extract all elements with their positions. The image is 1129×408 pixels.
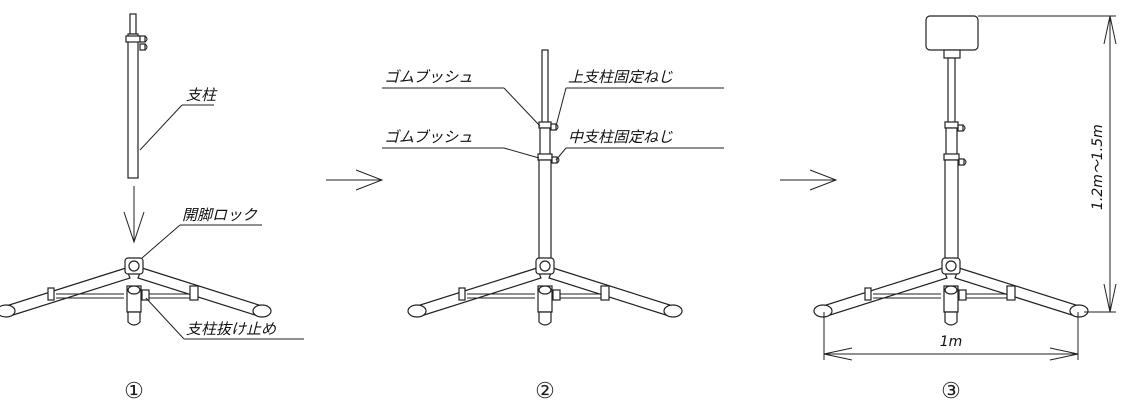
middle-collar — [943, 153, 960, 161]
tripod-base — [0, 257, 272, 326]
step-number-2: ② — [535, 379, 555, 404]
top-pole — [947, 57, 956, 127]
pole-segment — [129, 13, 137, 35]
upper-collar — [538, 121, 552, 129]
step-3-group: 1.2m～1.5m 1m ③ — [813, 15, 1117, 404]
step-number-3: ③ — [941, 379, 961, 404]
thumb-screw-icon — [139, 43, 148, 51]
step-2-group: ゴムブッシュ ゴムブッシュ 上支柱固定ねじ 中支柱固定ねじ ② — [382, 49, 724, 404]
label-pole: 支柱 — [186, 86, 218, 104]
middle-screw-icon — [958, 158, 967, 166]
pole-collar — [125, 35, 141, 43]
tripod-base — [813, 257, 1089, 326]
upper-screw-icon — [550, 123, 559, 131]
middle-collar — [537, 153, 553, 161]
top-pole — [541, 49, 549, 127]
thumb-screw-icon — [139, 35, 148, 43]
right-arrow-icon — [326, 169, 384, 191]
upper-screw-icon — [957, 124, 966, 132]
label-upper-screw: 上支柱固定ねじ — [568, 68, 673, 86]
tripod-base — [407, 257, 683, 326]
lower-pole — [538, 159, 552, 265]
label-pole-stopper: 支柱抜け止め — [186, 320, 277, 338]
label-leg-lock: 開脚ロック — [182, 206, 258, 224]
label-rubber-bushing-upper: ゴムブッシュ — [384, 68, 473, 86]
label-rubber-bushing-middle: ゴムブッシュ — [384, 128, 473, 146]
box-mount — [943, 49, 961, 59]
mounted-box — [925, 15, 979, 51]
step-1-group: 支柱 開脚ロック 支柱抜け止め ① — [0, 13, 304, 404]
right-arrow-icon — [780, 169, 838, 191]
height-dimension-label: 1.2m～1.5m — [1090, 124, 1106, 210]
label-middle-screw: 中支柱固定ねじ — [568, 128, 673, 146]
step-number-1: ① — [124, 379, 144, 404]
upper-collar — [944, 121, 959, 129]
width-dimension-label: 1m — [940, 334, 963, 350]
lower-pole — [944, 159, 959, 265]
pole — [127, 33, 139, 179]
